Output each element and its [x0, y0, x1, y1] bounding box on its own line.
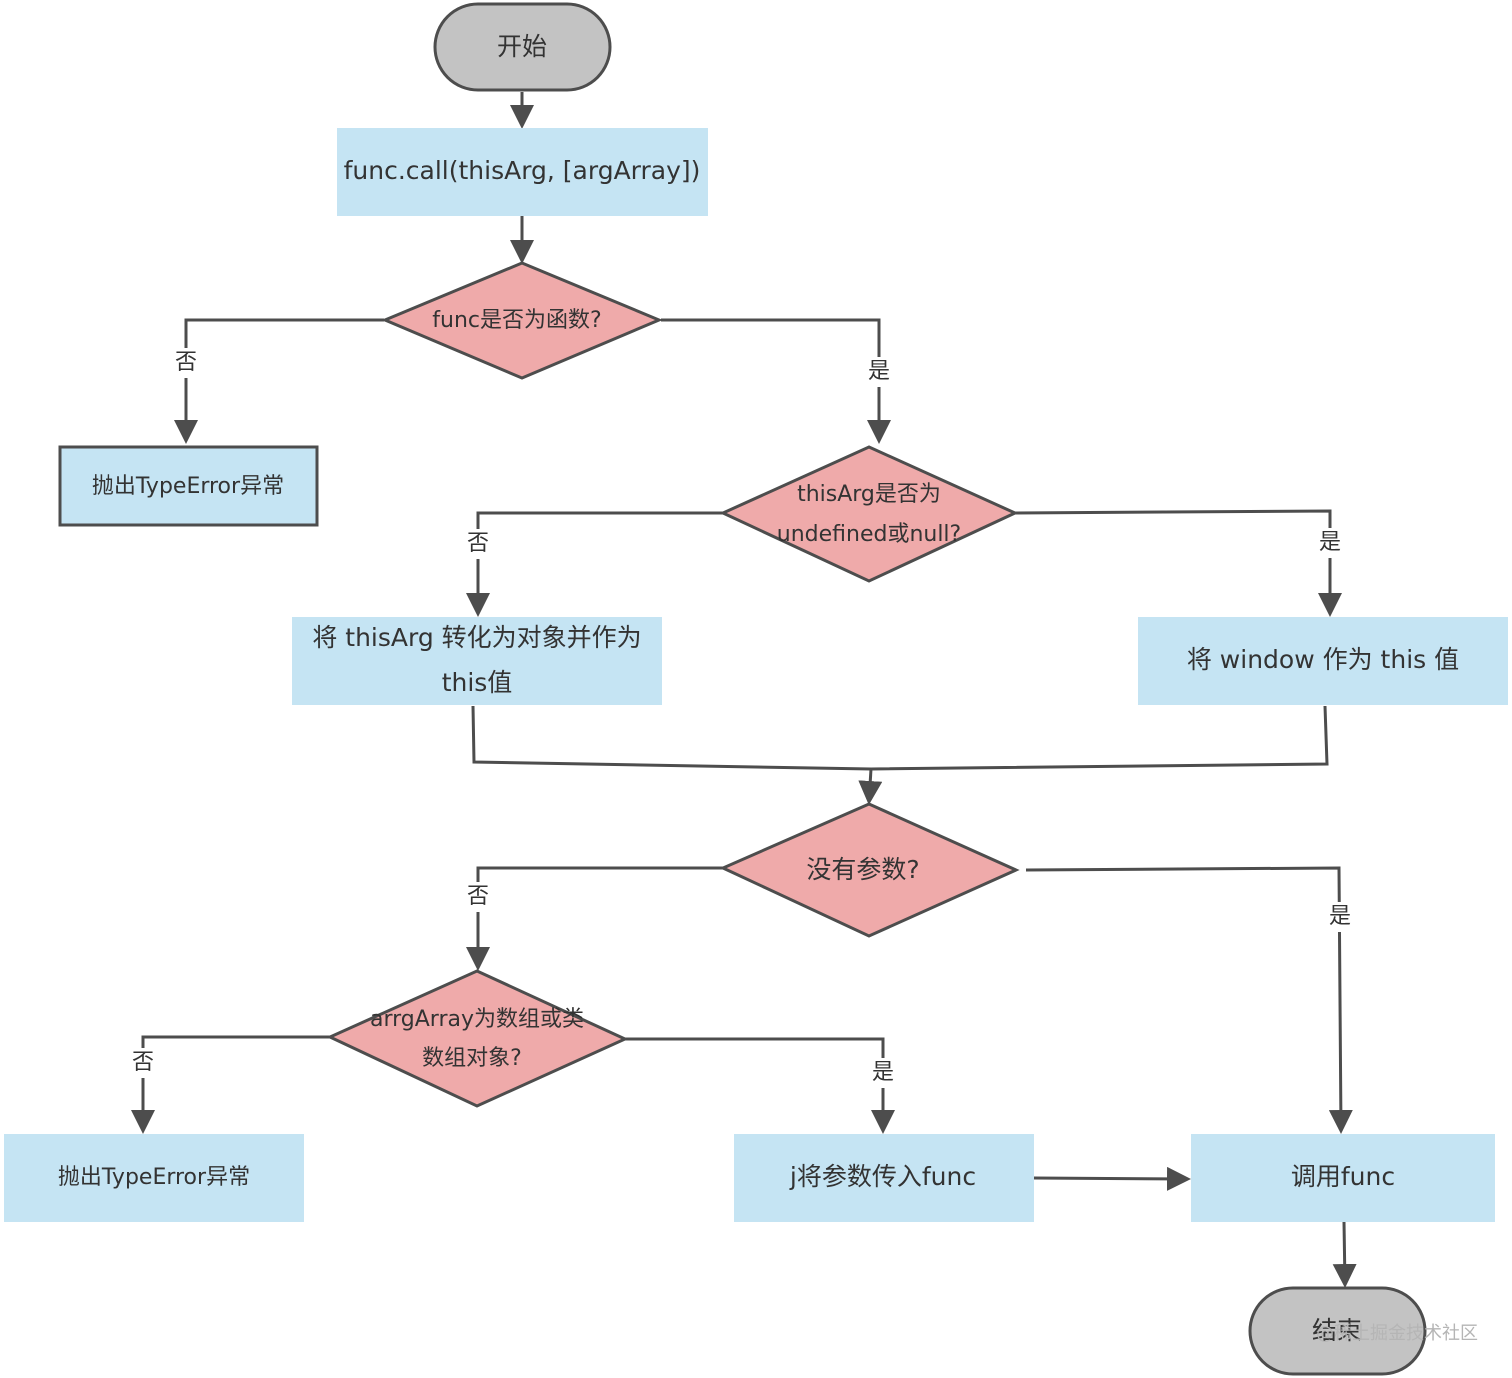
this-check-label-line2: undefined或null? — [777, 522, 961, 547]
node-array-check: arrgArray为数组或类 数组对象? — [326, 969, 629, 1108]
node-window-this: 将 window 作为 this 值 — [1138, 617, 1508, 705]
edge-label-no: 否 — [467, 884, 489, 909]
edge-label-yes: 是 — [1329, 904, 1351, 929]
edge-window-to-merge — [870, 705, 1329, 771]
edge-label-no: 否 — [175, 350, 197, 375]
is-function-label: func是否为函数? — [432, 308, 601, 333]
node-end: 结束 — [1248, 1286, 1427, 1376]
end-label: 结束 — [1312, 1316, 1362, 1345]
array-check-label-line2: 数组对象? — [422, 1046, 522, 1071]
convert-label-line1: 将 thisArg 转化为对象并作为 — [312, 623, 641, 652]
node-throw-2: 抛出TypeError异常 — [4, 1134, 304, 1222]
array-check-label-line1: arrgArray为数组或类 — [370, 1007, 584, 1032]
edge-label-no: 否 — [467, 531, 489, 556]
node-pass-args: j将参数传入func — [734, 1134, 1034, 1222]
pass-args-label: j将参数传入func — [789, 1162, 976, 1191]
watermark-text: @稀土掘金技术社区 — [1316, 1323, 1478, 1344]
edge-is-function-no — [174, 318, 384, 444]
node-no-args: 没有参数? — [719, 802, 1020, 938]
edge-merge-to-no-args — [858, 768, 883, 805]
edge-labels: 否 是 否 是 否 是 否 是 — [129, 348, 1354, 1088]
this-check-label-line1: thisArg是否为 — [797, 482, 941, 507]
edge-is-function-yes — [661, 318, 891, 444]
edge-label-yes: 是 — [868, 359, 890, 384]
edge-invoke-to-end — [1332, 1221, 1357, 1288]
invoke-label: 调用func — [1291, 1162, 1395, 1191]
edge-this-check-yes — [1014, 509, 1342, 617]
node-is-function: func是否为函数? — [381, 261, 663, 380]
edge-array-check-no — [131, 1035, 330, 1134]
convert-label-line2: this值 — [442, 668, 513, 697]
edge-array-check-yes — [625, 1037, 895, 1134]
edge-convert-to-merge — [471, 705, 872, 771]
edge-this-check-no — [466, 511, 723, 617]
node-this-check: thisArg是否为 undefined或null? — [719, 445, 1019, 583]
node-start: 开始 — [433, 2, 612, 92]
edge-no-args-no — [466, 866, 723, 971]
edge-label-yes: 是 — [872, 1060, 894, 1085]
edge-label-no: 否 — [132, 1050, 154, 1075]
throw-2-label: 抛出TypeError异常 — [58, 1165, 250, 1190]
edge-pass-args-to-invoke — [1033, 1166, 1191, 1191]
edges — [131, 92, 1357, 1288]
node-throw-1: 抛出TypeError异常 — [58, 445, 319, 527]
node-convert: 将 thisArg 转化为对象并作为 this值 — [292, 617, 662, 705]
edge-label-yes: 是 — [1319, 530, 1341, 555]
window-this-label: 将 window 作为 this 值 — [1187, 645, 1459, 674]
throw-1-label: 抛出TypeError异常 — [92, 474, 284, 499]
node-invoke: 调用func — [1191, 1134, 1495, 1222]
node-call: func.call(thisArg, [argArray]) — [337, 128, 708, 216]
start-label: 开始 — [497, 32, 547, 61]
edge-no-args-yes — [1025, 866, 1353, 1134]
call-label: func.call(thisArg, [argArray]) — [344, 156, 701, 185]
no-args-label: 没有参数? — [806, 855, 919, 884]
